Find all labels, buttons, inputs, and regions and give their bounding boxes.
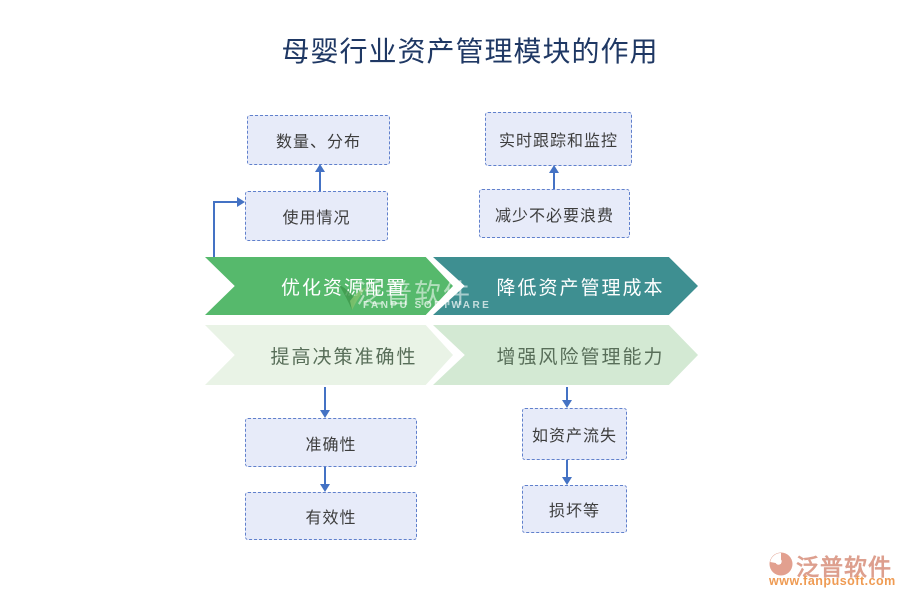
box-damage: 损坏等 bbox=[522, 485, 627, 533]
corner-watermark-brand: 泛普软件 bbox=[796, 554, 892, 581]
arrow-line bbox=[213, 201, 237, 203]
fanpu-circle-logo-icon bbox=[769, 552, 793, 580]
arrow-line bbox=[566, 460, 568, 477]
box-realtime-tracking: 实时跟踪和监控 bbox=[485, 112, 632, 166]
arrowhead-up-icon bbox=[315, 164, 325, 172]
banner-reduce-cost: 降低资产管理成本 bbox=[433, 257, 698, 315]
box-usage-status: 使用情况 bbox=[245, 191, 388, 241]
corner-watermark-url: www.fanpusoft.com bbox=[769, 574, 896, 588]
box-effectiveness: 有效性 bbox=[245, 492, 417, 540]
arrow-line bbox=[553, 173, 555, 189]
box-reduce-waste: 减少不必要浪费 bbox=[479, 189, 630, 238]
arrowhead-up-icon bbox=[549, 165, 559, 173]
arrowhead-down-icon bbox=[562, 400, 572, 408]
banner-improve-decision-accuracy: 提高决策准确性 bbox=[205, 325, 453, 385]
arrowhead-down-icon bbox=[562, 477, 572, 485]
arrow-line bbox=[324, 467, 326, 484]
arrowhead-down-icon bbox=[320, 410, 330, 418]
page-title: 母婴行业资产管理模块的作用 bbox=[281, 35, 659, 68]
box-quantity-distribution: 数量、分布 bbox=[247, 115, 390, 165]
fanpu-leaf-logo-icon bbox=[335, 283, 369, 315]
center-watermark-brand: 泛普软件 bbox=[356, 279, 472, 310]
arrowhead-right-icon bbox=[237, 197, 245, 207]
box-asset-loss: 如资产流失 bbox=[522, 408, 627, 460]
arrowhead-down-icon bbox=[320, 484, 330, 492]
arrow-line bbox=[324, 387, 326, 410]
banner-enhance-risk-management: 增强风险管理能力 bbox=[433, 325, 698, 385]
center-watermark-latin: FANPU SOFTWARE bbox=[363, 300, 492, 311]
arrow-line bbox=[566, 387, 568, 400]
arrow-line bbox=[213, 202, 215, 258]
box-accuracy: 准确性 bbox=[245, 418, 417, 467]
arrow-line bbox=[319, 172, 321, 191]
